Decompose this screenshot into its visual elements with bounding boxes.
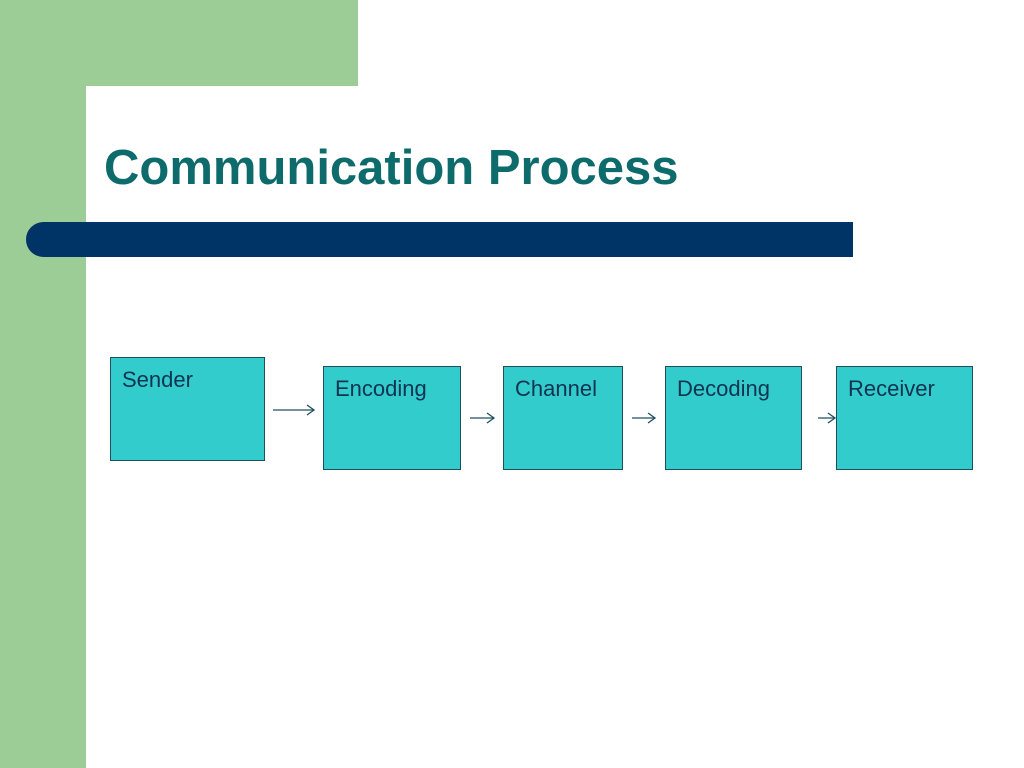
node-channel: Channel <box>503 366 623 470</box>
node-decoding: Decoding <box>665 366 802 470</box>
node-sender: Sender <box>110 357 265 461</box>
node-receiver: Receiver <box>836 366 973 470</box>
node-encoding: Encoding <box>323 366 461 470</box>
slide-title: Communication Process <box>104 141 679 195</box>
green-accent-left <box>0 0 86 768</box>
title-underline-bar <box>26 222 853 257</box>
